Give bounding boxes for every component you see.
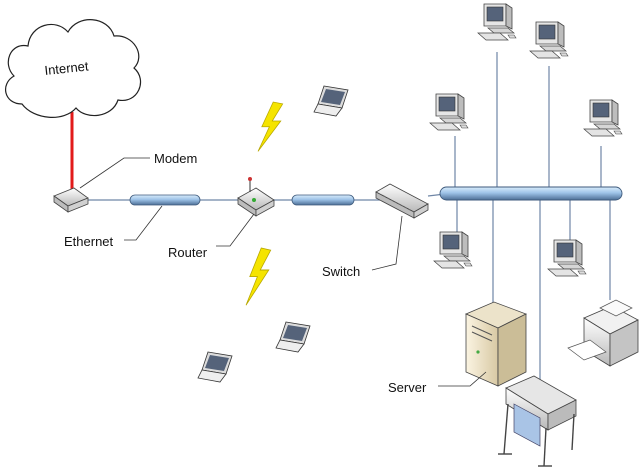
router-callout <box>216 213 255 247</box>
modem-label: Modem <box>154 151 197 166</box>
desktop-icon <box>429 93 469 131</box>
ethernet-cable-2 <box>291 194 355 206</box>
desktop-icon <box>477 3 517 41</box>
desktop-icon <box>547 239 587 277</box>
lightning-icon <box>245 247 272 306</box>
backbone-bus <box>439 186 623 201</box>
ethernet-label: Ethernet <box>64 234 114 249</box>
ethernet-cable <box>129 194 201 206</box>
printer-icon <box>567 299 639 367</box>
modem-icon <box>53 187 89 213</box>
desktop-icon <box>433 231 473 269</box>
router-icon <box>237 177 275 217</box>
switch-label: Switch <box>322 264 360 279</box>
modem-callout <box>79 157 150 189</box>
connection-lines <box>86 52 611 385</box>
router-label: Router <box>168 245 208 260</box>
internet-label: Internet <box>44 58 90 78</box>
plotter-icon <box>498 375 577 467</box>
cloud-icon <box>5 19 142 118</box>
server-icon <box>464 301 527 387</box>
laptop-icon <box>197 351 233 383</box>
ethernet-callout <box>124 205 163 241</box>
laptop-icon <box>275 321 311 353</box>
internet-cloud: Internet <box>5 19 142 118</box>
desktop-icon <box>529 21 569 59</box>
switch-icon <box>375 183 429 219</box>
server-label: Server <box>388 380 427 395</box>
laptop-icon <box>313 85 349 117</box>
desktop-icon <box>583 99 623 137</box>
switch-callout <box>371 215 403 271</box>
lightning-icon <box>257 101 284 152</box>
server-callout <box>438 371 487 387</box>
